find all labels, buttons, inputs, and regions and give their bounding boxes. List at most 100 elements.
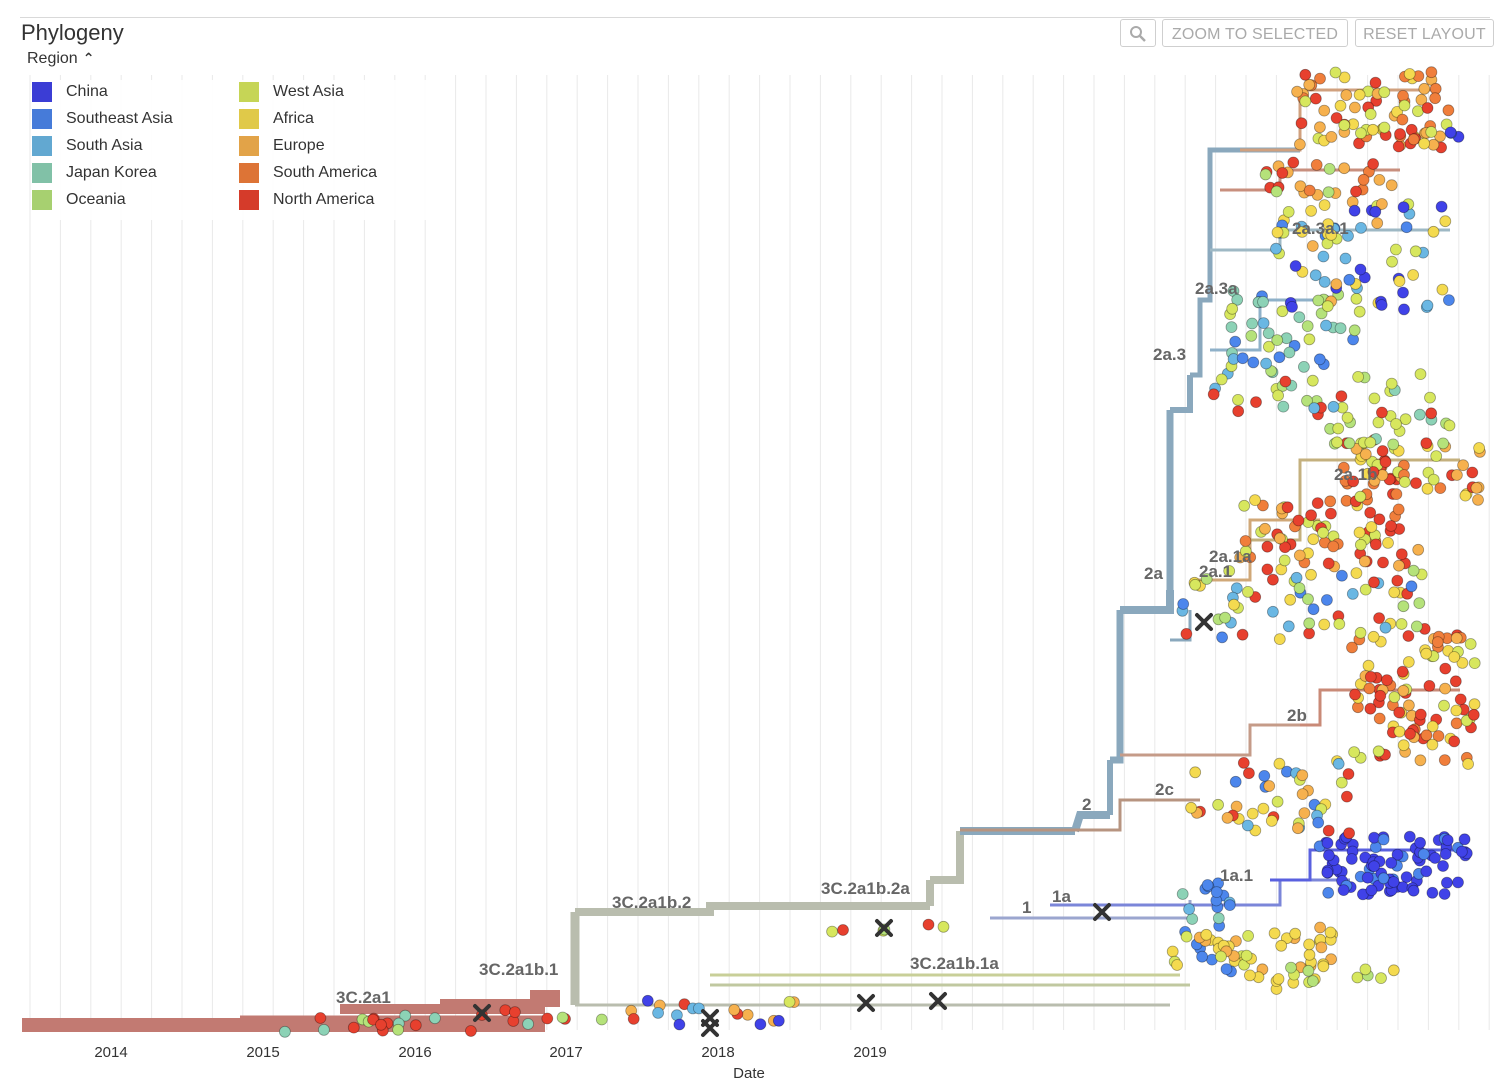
legend-item[interactable]: North America bbox=[239, 188, 374, 212]
tree-tip bbox=[1303, 948, 1316, 961]
tree-tip bbox=[1400, 871, 1413, 883]
tree-tip bbox=[1298, 360, 1310, 373]
tree-tip bbox=[314, 1012, 327, 1024]
tree-tip bbox=[1270, 242, 1282, 255]
tree-tip bbox=[1387, 876, 1400, 888]
tree-tip bbox=[1261, 540, 1274, 553]
mutation-marker-icon bbox=[1195, 613, 1213, 631]
zoom-button[interactable] bbox=[1120, 19, 1156, 47]
tree-tip bbox=[1348, 324, 1361, 337]
tree-tip bbox=[1303, 617, 1316, 630]
legend-item[interactable]: South America bbox=[239, 161, 377, 185]
tree-tip bbox=[1238, 499, 1251, 512]
legend-item[interactable]: China bbox=[32, 80, 108, 104]
tree-tip bbox=[1305, 204, 1317, 217]
tree-tip bbox=[1329, 66, 1342, 79]
legend-item[interactable]: South Asia bbox=[32, 134, 143, 158]
legend-item[interactable]: Southeast Asia bbox=[32, 107, 173, 131]
zoom-to-selected-button[interactable]: ZOOM TO SELECTED bbox=[1162, 19, 1348, 47]
legend-item[interactable]: Japan Korea bbox=[32, 161, 157, 185]
tree-tip bbox=[1189, 766, 1202, 779]
tree-tip bbox=[1345, 853, 1358, 865]
tree-branch bbox=[930, 831, 964, 884]
tree-tip bbox=[1276, 305, 1289, 318]
tree-tip bbox=[1441, 876, 1453, 889]
tree-tip bbox=[1337, 461, 1350, 474]
tree-tip bbox=[1287, 156, 1300, 169]
tree-tip bbox=[1473, 442, 1485, 454]
legend-toggle-label: Region bbox=[27, 50, 78, 67]
tree-tip bbox=[1376, 198, 1388, 210]
tree-tip bbox=[1351, 971, 1364, 984]
tree-tip bbox=[1325, 130, 1338, 143]
tree-tip bbox=[1404, 728, 1416, 740]
tree-tip bbox=[1354, 538, 1367, 551]
clade-label: 3C.2a1b.1a bbox=[910, 954, 999, 973]
tree-tip bbox=[1335, 776, 1348, 789]
tree-tip bbox=[641, 994, 654, 1007]
legend-swatch bbox=[239, 163, 259, 183]
tree-tip bbox=[1322, 824, 1335, 837]
tree-tip bbox=[1261, 563, 1274, 576]
tree-tip bbox=[1243, 767, 1255, 780]
tree-tip bbox=[1302, 964, 1315, 977]
tree-tip bbox=[1410, 620, 1423, 633]
tree-tip bbox=[1258, 770, 1271, 782]
tree-tip bbox=[1290, 571, 1303, 584]
legend-item[interactable]: Oceania bbox=[32, 188, 126, 212]
tree-tips bbox=[278, 66, 1486, 1038]
tree-tip bbox=[1365, 521, 1378, 533]
tree-tip bbox=[1338, 119, 1351, 132]
tree-tip bbox=[1303, 938, 1315, 951]
tree-tip bbox=[1318, 618, 1331, 631]
tree-tip bbox=[1435, 200, 1448, 213]
tree-tip bbox=[1296, 225, 1308, 238]
tree-tip bbox=[1464, 638, 1477, 650]
tree-tip bbox=[1207, 388, 1220, 401]
tree-tip bbox=[1378, 86, 1391, 99]
tree-tip bbox=[1439, 848, 1452, 860]
tree-tip bbox=[1367, 158, 1379, 170]
tree-tip bbox=[1285, 961, 1297, 974]
legend-swatch bbox=[239, 190, 259, 210]
tree-tip bbox=[1379, 456, 1392, 468]
tree-branch bbox=[1270, 848, 1460, 882]
tree-tip bbox=[1257, 295, 1269, 308]
legend-label: Europe bbox=[273, 137, 325, 154]
tree-tip bbox=[1212, 798, 1224, 811]
tree-tip bbox=[1415, 93, 1428, 106]
tree-tip bbox=[1303, 184, 1316, 197]
tree-tip bbox=[922, 918, 935, 931]
legend-swatch bbox=[239, 136, 259, 156]
tree-tip bbox=[1308, 402, 1321, 415]
tree-tip bbox=[392, 1023, 405, 1036]
tree-tip bbox=[1444, 126, 1457, 139]
tree-tip bbox=[1274, 532, 1286, 545]
tree-tip bbox=[1390, 243, 1402, 256]
tree-tip bbox=[1275, 939, 1288, 952]
tree-tip bbox=[1322, 218, 1334, 231]
tree-tip bbox=[1359, 448, 1372, 461]
tree-tip bbox=[1236, 352, 1249, 365]
legend-item[interactable]: Europe bbox=[239, 134, 325, 158]
legend-toggle[interactable]: Region⌃ bbox=[27, 50, 94, 68]
mutation-markers bbox=[473, 613, 1213, 1037]
legend-item[interactable]: West Asia bbox=[239, 80, 344, 104]
chevron-up-icon: ⌃ bbox=[82, 50, 95, 66]
tree-tip bbox=[1245, 329, 1258, 342]
magnifier-icon bbox=[1130, 26, 1146, 42]
tree-tip bbox=[1196, 950, 1208, 963]
tree-tip bbox=[1399, 413, 1412, 426]
legend-item[interactable]: Africa bbox=[239, 107, 314, 131]
tree-tip bbox=[1215, 950, 1227, 963]
tree-tip bbox=[1369, 76, 1382, 89]
reset-layout-button[interactable]: RESET LAYOUT bbox=[1355, 19, 1494, 47]
tree-tip bbox=[1412, 543, 1425, 556]
tree-tip bbox=[1219, 611, 1231, 624]
tree-tip bbox=[1450, 632, 1463, 644]
tree-tip bbox=[1385, 857, 1398, 869]
tree-tip bbox=[1225, 321, 1238, 334]
tree-tip bbox=[1332, 422, 1345, 435]
tree-tip bbox=[1317, 250, 1330, 263]
